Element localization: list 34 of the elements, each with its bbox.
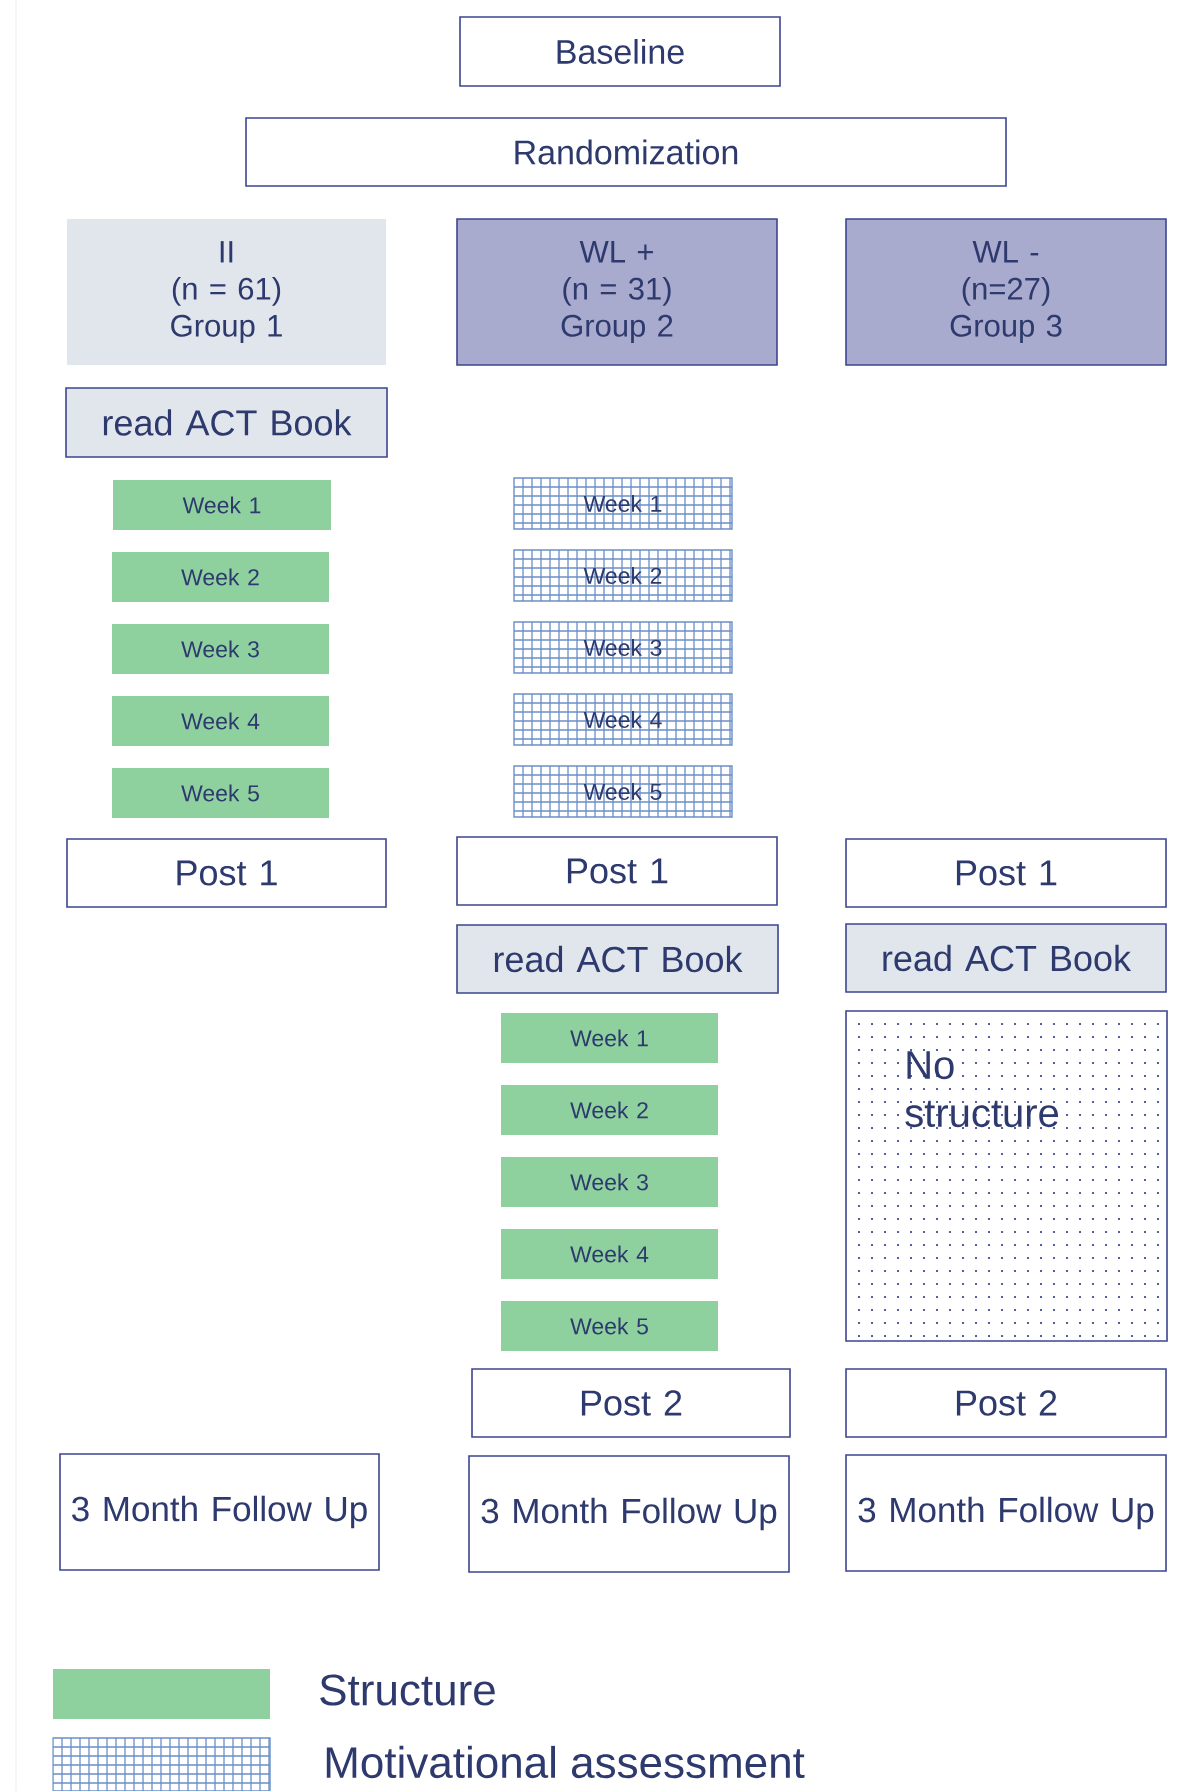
week-box: Week 2 (112, 552, 329, 602)
group-box: read ACT Book (845, 923, 1167, 993)
group-box: WL - (n=27) Group 3 (845, 218, 1167, 366)
week-box: Week 3 (501, 1157, 718, 1207)
step-box: Randomization (245, 117, 1007, 187)
group-box: read ACT Book (65, 387, 388, 458)
week-box: Week 4 (112, 696, 329, 746)
week-box: Week 4 (513, 693, 733, 746)
step-box: 3 Month Follow Up (468, 1455, 790, 1573)
week-box: Week 4 (501, 1229, 718, 1279)
week-box: Week 1 (113, 480, 331, 530)
week-box: Week 2 (513, 549, 733, 602)
step-box: 3 Month Follow Up (845, 1454, 1167, 1572)
note-box: No structure (845, 1010, 1168, 1342)
week-box: Week 3 (112, 624, 329, 674)
week-box: Week 5 (112, 768, 329, 818)
step-box: Post 2 (471, 1368, 791, 1438)
legend-label: Structure (320, 1674, 495, 1706)
step-box: Baseline (459, 16, 781, 87)
week-box: Week 5 (501, 1301, 718, 1351)
group-box: WL + (n = 31) Group 2 (456, 218, 778, 366)
week-box: Week 3 (513, 621, 733, 674)
step-box: Post 1 (66, 838, 387, 908)
legend-label: Motivational assessment (326, 1745, 805, 1779)
week-box: Week 1 (501, 1013, 718, 1063)
step-box: Post 1 (845, 838, 1167, 908)
week-box: Week 1 (513, 477, 733, 530)
step-box: Post 1 (456, 836, 778, 906)
step-box: 3 Month Follow Up (59, 1453, 380, 1571)
week-box: Week 5 (513, 765, 733, 818)
group-box: read ACT Book (456, 924, 779, 994)
group-box: II (n = 61) Group 1 (67, 219, 386, 365)
step-box: Post 2 (845, 1368, 1167, 1438)
week-box: Week 2 (501, 1085, 718, 1135)
